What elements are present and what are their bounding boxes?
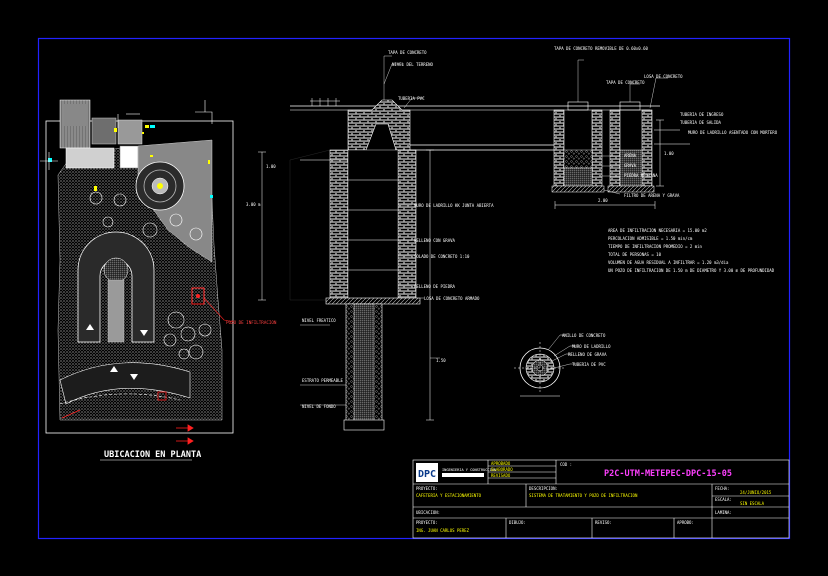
section-view: 3.00 m 1.00 TAPA DE CONCRETO NIVEL DEL T… — [246, 46, 778, 431]
note-4: TOTAL DE PERSONAS = 10 — [608, 252, 662, 257]
tb-escala: SIN ESCALA — [740, 501, 765, 506]
drawing-frame — [37, 37, 791, 540]
logo-text: DPC — [418, 469, 436, 480]
plan-view: POZO DE INFILTRACION UBICACION EN PLANTA — [40, 99, 277, 461]
tb-desc-label: DESCRIPCION: — [529, 486, 558, 491]
lbl-tanque-tapa2: TAPA DE CONCRETO — [606, 80, 645, 85]
tb-proyecto2: ING. JUAN CARLOS PEREZ — [416, 528, 470, 533]
lbl-estrato: ESTRATO PERMEABLE — [302, 378, 344, 383]
lbl-tub-ingreso: TUBERIA DE INGRESO — [680, 112, 724, 117]
lbl-nivel-terreno: NIVEL DEL TERRENO — [392, 62, 434, 67]
plan-pozo-label: POZO DE INFILTRACION — [226, 320, 277, 325]
lbl-tanque-tapa: TAPA DE CONCRETO REMOVIBLE DE 0.60x0.60 — [554, 46, 649, 51]
company-logo: DPC INGENIERIA Y CONSTRUCCION — [416, 463, 496, 482]
section-dim-h: 1.00 — [266, 164, 276, 169]
circle-lbl-1: ANILLO DE CONCRETO — [562, 333, 606, 338]
lbl-grava: RELLENO CON GRAVA — [414, 238, 456, 243]
lbl-tapa: TAPA DE CONCRETO — [388, 50, 427, 55]
lbl-muro-t: MURO DE LADRILLO ASENTADO CON MORTERO — [688, 130, 778, 135]
note-6: UN POZO DE INFILTRACION DE 1.50 m DE DIA… — [608, 268, 775, 273]
lbl-grava-t: GRAVA — [624, 163, 637, 168]
note-1: AREA DE INFILTRACION NECESARIA = 15.00 m… — [608, 228, 707, 233]
lbl-nivel-freatico: NIVEL FREATICO — [302, 318, 336, 323]
section-depth: 3.00 m — [246, 202, 261, 207]
tb-reviso-label: REVISO: — [595, 520, 612, 525]
lbl-tuberia: TUBERIA PVC — [398, 96, 425, 101]
lbl-losa-concreto: LOSA DE CONCRETO — [644, 74, 683, 79]
lbl-dim-w: 2.00 — [598, 198, 608, 203]
lbl-tub-salida: TUBERIA DE SALIDA — [680, 120, 722, 125]
tb-aprobo-label: APROBO: — [677, 520, 694, 525]
lbl-dim-h2: 1.00 — [664, 151, 674, 156]
tb-desc: SISTEMA DE TRATAMIENTO Y POZO DE INFILTR… — [529, 493, 638, 498]
lbl-piedra-t: PIEDRA MEDIANA — [624, 173, 658, 178]
tb-elaborado: ELABORADO — [491, 467, 513, 472]
tb-lamina-label: LAMINA: — [715, 510, 732, 515]
circle-lbl-3: RELLENO DE GRAVA — [568, 352, 607, 357]
lbl-fondo: NIVEL DE FONDO — [302, 404, 336, 409]
lbl-dim-l: 1.50 — [436, 358, 446, 363]
note-3: TIEMPO DE INFILTRACION PROMEDIO = 2 min — [608, 244, 703, 249]
lbl-solado: SOLADO DE CONCRETO 1:10 — [414, 254, 470, 259]
circle-lbl-4: TUBERIA DE PVC — [572, 362, 606, 367]
tb-proyecto2-label: PROYECTO: — [416, 520, 438, 525]
lbl-muro: MURO DE LADRILLO KK JUNTA ABIERTA — [414, 203, 494, 208]
lbl-piedra: RELLENO DE PIEDRA — [414, 284, 456, 289]
tb-ubicacion-label: UBICACION: — [416, 510, 440, 515]
circle-lbl-2: MURO DE LADRILLO — [572, 344, 611, 349]
tb-dibujo-label: DIBUJO: — [509, 520, 526, 525]
lbl-losa: LOSA DE CONCRETO ARMADO — [424, 296, 480, 301]
tb-aprobado: APROBADO — [491, 461, 511, 466]
tb-revisado: REVISADO — [491, 473, 511, 478]
tb-proyecto-label: PROYECTO: — [416, 486, 438, 491]
section-notes: AREA DE INFILTRACION NECESARIA = 15.00 m… — [608, 228, 775, 273]
tb-fecha-label: FECHA: — [715, 486, 729, 491]
note-2: PERCOLACION ADMISIBLE = 1.50 min/cm — [608, 236, 693, 241]
tb-code-label: COD : — [560, 462, 572, 467]
title-block — [412, 459, 790, 539]
plan-title: UBICACION EN PLANTA — [104, 450, 201, 460]
tb-fecha: 24/JUNIO/2015 — [740, 490, 772, 495]
tb-proyecto: CAFETERIA Y ESTACIONAMIENTO — [416, 493, 482, 498]
logo-sub: INGENIERIA Y CONSTRUCCION — [442, 468, 496, 472]
lbl-arena: ARENA — [624, 153, 637, 158]
tb-code: P2C-UTM-METEPEC-DPC-15-05 — [604, 469, 732, 479]
tb-escala-label: ESCALA: — [715, 497, 732, 502]
lbl-filtro: FILTRO DE ARENA Y GRAVA — [624, 193, 680, 198]
note-5: VOLUMEN DE AGUA RESIDUAL A INFILTRAR = 1… — [608, 260, 729, 265]
